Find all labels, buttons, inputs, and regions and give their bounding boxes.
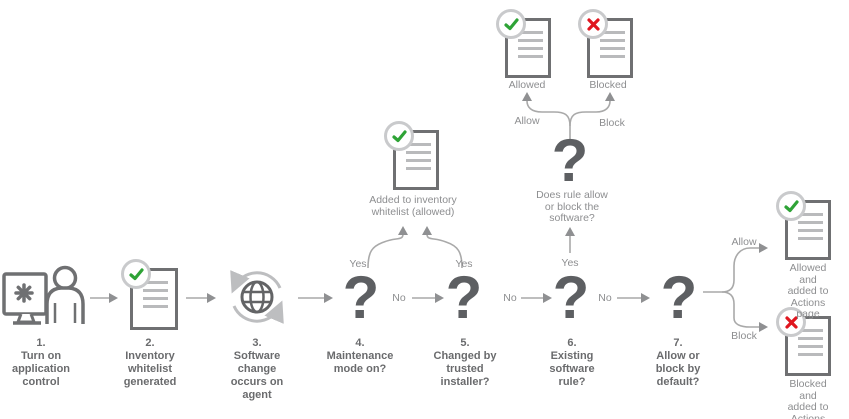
label-yes-rule: Yes [561,257,579,269]
arrowheads [109,92,768,332]
label-default-block: Block [731,330,757,342]
label-default-allow: Allow [731,236,757,248]
allowed-doc-caption: Allowed [508,79,546,91]
blocked-document-icon [578,9,633,78]
whitelist-allowed-document-icon [384,121,439,190]
curve-rule-allow [526,100,571,139]
whitelist-doc-caption: Added to inventory whitelist (allowed) [369,194,457,218]
asterisk-icon [14,283,34,303]
label-yes-maintenance: Yes [349,258,367,270]
label-no-rule: No [598,292,612,304]
question-mark-rule-decision: ? [551,127,589,194]
label-yes-installer: Yes [455,258,473,270]
question-mark-installer: ? [445,264,483,331]
question-mark-rule: ? [552,264,590,331]
label-rule-block: Block [599,117,625,129]
question-mark-maintenance: ? [342,264,380,331]
inventory-whitelist-document-icon [121,259,178,330]
blocked-actions-caption: Blocked and added to Actions page [787,378,829,419]
step-caption-4: 4. Maintenance mode on? [326,337,394,375]
step-caption-2: 2. Inventory whitelist generated [123,337,177,388]
step-caption-6: 6. Existing software rule? [549,337,595,388]
step-caption-5: 5. Changed by trusted installer? [433,337,497,388]
step-caption-7: 7. Allow or block by default? [655,337,701,388]
check-circle-icon [496,9,526,39]
blocked-actions-document-icon [776,307,831,376]
check-circle-icon [121,259,151,289]
x-circle-icon [578,9,608,39]
blocked-doc-caption: Blocked [589,79,627,91]
step-caption-1: 1. Turn on application control [11,337,71,388]
curve-default-block [721,291,759,328]
allowed-actions-document-icon [776,191,831,260]
label-no-installer: No [503,292,517,304]
label-no-maintenance: No [392,292,406,304]
globe-sync-icon [230,270,284,324]
allowed-actions-caption: Allowed and added to Actions page [787,262,829,320]
curve-yes-step5-whitelist [426,233,463,269]
step-caption-3: 3. Software change occurs on agent [230,337,284,401]
check-circle-icon [776,191,806,221]
curve-rule-block [569,100,611,127]
x-circle-icon [776,307,806,337]
person-at-computer-icon [2,265,85,325]
check-circle-icon [384,121,414,151]
allowed-document-icon [496,9,551,78]
label-rule-allow: Allow [514,115,540,127]
question-mark-default: ? [660,264,698,331]
curve-default-allow [703,247,759,293]
curve-yes-step4-whitelist [367,233,404,269]
rule-question-caption: Does rule allow or block the software? [536,189,608,224]
